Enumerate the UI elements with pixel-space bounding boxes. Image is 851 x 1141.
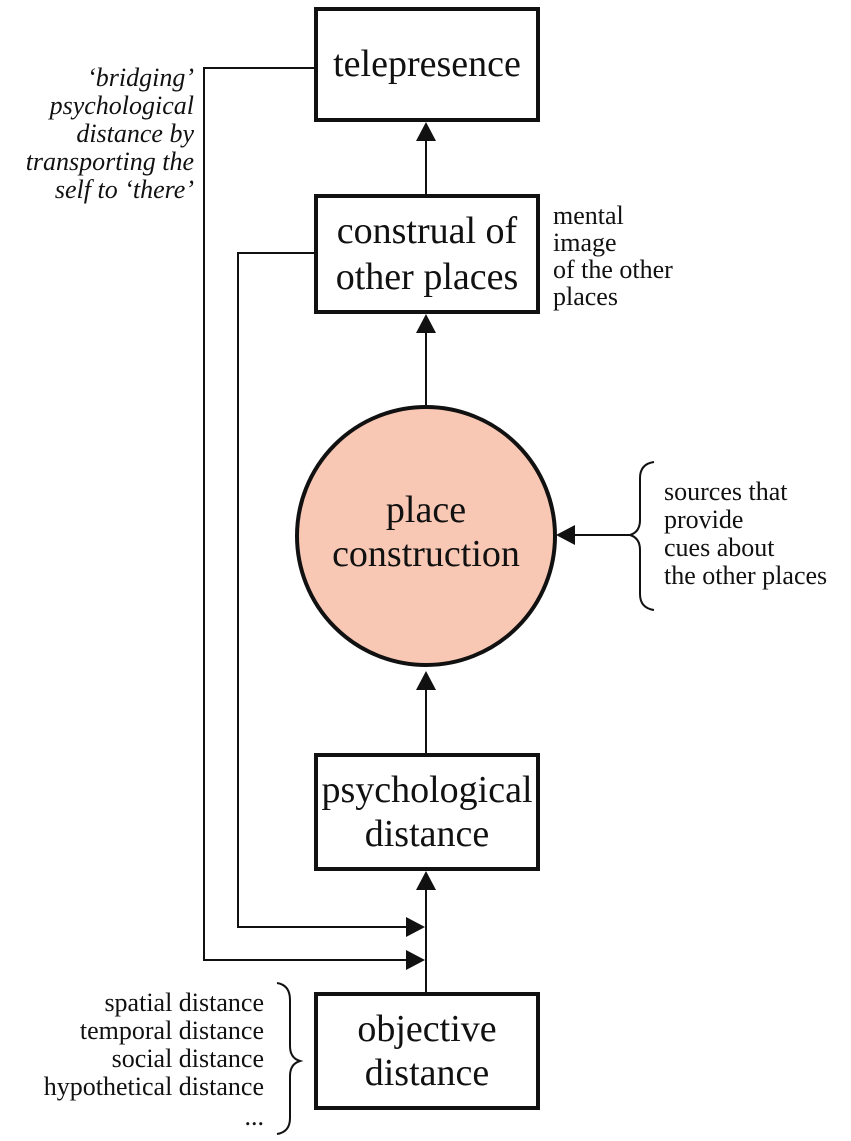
annotation-sources: sources that provide cues about the othe… (626, 461, 827, 611)
place-construction-circle (295, 405, 557, 667)
objective-distance-label-line-2: distance (365, 1052, 490, 1094)
arrowhead-to-telepresence (416, 122, 436, 141)
construal-label-line-2: other places (336, 256, 519, 298)
arrowhead-construal-feedback (406, 917, 425, 937)
distance-type-spatial: spatial distance (104, 988, 264, 1017)
bridging-line-3: distance by (76, 119, 194, 148)
objective-distance-box (314, 992, 540, 1110)
mental-image-line-2: image (553, 228, 617, 257)
annotation-bridging: ‘bridging’ psychological distance by tra… (26, 63, 195, 204)
psychological-distance-label-line-2: distance (365, 813, 490, 855)
arrowhead-to-construal (416, 314, 436, 333)
construal-box (314, 194, 540, 314)
objective-distance-label-line-1: objective (357, 1008, 496, 1050)
bridging-line-5: self to ‘there’ (55, 175, 194, 204)
annotation-mental-image: mental image of the other places (553, 201, 673, 311)
bridging-line-1: ‘bridging’ (87, 63, 194, 92)
place-construction-label-line-1: place (386, 489, 466, 531)
distance-types-brace (276, 982, 304, 1135)
node-objective-distance: objective distance (314, 992, 540, 1110)
bridging-line-4: transporting the (26, 147, 194, 176)
distance-type-ellipsis: ... (245, 1102, 265, 1131)
arrowhead-to-psychological (416, 871, 436, 890)
mental-image-line-4: places (553, 282, 618, 311)
telepresence-box (314, 7, 540, 122)
sources-line-2: provide (664, 505, 743, 534)
mental-image-line-1: mental (553, 201, 624, 230)
edge-telepresence-feedback (203, 67, 406, 961)
node-place-construction: place construction (295, 405, 557, 667)
sources-line-1: sources that (664, 477, 788, 506)
construal-label-line-1: construal of (337, 210, 518, 252)
sources-line-4: the other places (664, 561, 827, 590)
arrowhead-to-place (416, 671, 436, 690)
sources-line-3: cues about (664, 533, 775, 562)
arrowhead-from-sources (556, 525, 575, 545)
distance-type-hypothetical: hypothetical distance (44, 1072, 264, 1101)
distance-type-temporal: temporal distance (80, 1016, 264, 1045)
psychological-distance-label-line-1: psychological (321, 769, 532, 811)
node-construal: construal of other places (314, 194, 540, 314)
node-psychological-distance: psychological distance (314, 753, 540, 871)
annotation-distance-types: spatial distance temporal distance socia… (44, 982, 304, 1135)
distance-type-social: social distance (112, 1044, 264, 1073)
connectors (203, 67, 632, 994)
arrowhead-telepresence-feedback (406, 950, 425, 970)
sources-brace (626, 461, 655, 611)
edge-construal-feedback (237, 252, 406, 928)
node-telepresence: telepresence (314, 7, 540, 122)
psychological-distance-box (314, 753, 540, 871)
mental-image-line-3: of the other (553, 255, 673, 284)
telepresence-label: telepresence (333, 43, 521, 85)
bridging-line-2: psychological (48, 91, 194, 120)
place-construction-label-line-2: construction (332, 533, 520, 575)
